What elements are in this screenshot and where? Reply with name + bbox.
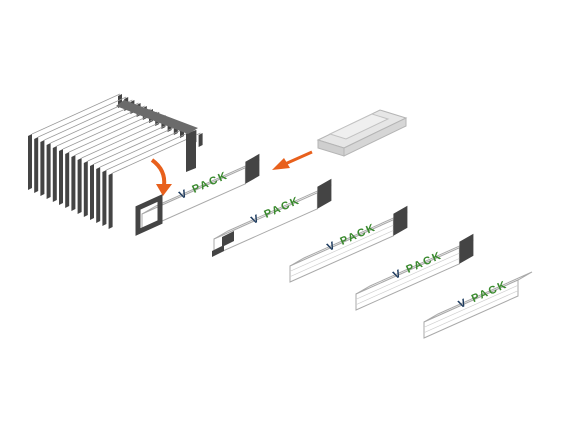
brand-mark: V bbox=[325, 237, 343, 254]
box-stripe bbox=[289, 230, 394, 277]
sheet-left-cap bbox=[71, 155, 76, 211]
sheet-left-cap bbox=[102, 170, 107, 226]
box-front-face bbox=[355, 247, 460, 311]
assembly-step-5: V PACK bbox=[423, 271, 533, 339]
sheet-edge bbox=[31, 93, 121, 135]
sheet-left-cap bbox=[28, 134, 32, 190]
sheet-left-cap bbox=[65, 152, 70, 208]
box-stripe bbox=[423, 285, 519, 328]
sheet-left-cap bbox=[34, 137, 39, 193]
sheet-edge bbox=[56, 105, 145, 147]
box-stripe bbox=[423, 290, 519, 333]
sheet-edge bbox=[62, 108, 152, 150]
brand-mark: V bbox=[391, 265, 409, 282]
box-front-face bbox=[213, 192, 318, 256]
end-frame-open bbox=[135, 194, 163, 236]
end-frame bbox=[459, 233, 474, 264]
sheet-edge bbox=[75, 114, 164, 156]
sheet-left-cap bbox=[46, 143, 51, 199]
sheet-right-cap bbox=[198, 133, 203, 147]
box-front-face bbox=[289, 219, 394, 283]
sheet-edge bbox=[93, 123, 183, 165]
straight-arrow-icon bbox=[272, 150, 313, 170]
stack-end-cap bbox=[186, 130, 196, 172]
sheet-left-cap bbox=[90, 164, 94, 220]
sheet-edge bbox=[69, 111, 158, 153]
box-stripe bbox=[289, 224, 394, 272]
assembly-step-2: V PACK bbox=[212, 178, 332, 257]
brand-mark: V bbox=[177, 185, 195, 202]
sheet-stack bbox=[28, 93, 203, 229]
gray-sleeve bbox=[316, 109, 408, 157]
stack-top-edge bbox=[116, 100, 198, 134]
box-stripe bbox=[355, 258, 460, 305]
assembly-step-1: V PACK bbox=[135, 153, 260, 236]
sheet-left-cap bbox=[96, 167, 101, 223]
end-frame-piece bbox=[222, 231, 234, 247]
sheet-left-cap bbox=[77, 158, 82, 214]
sheet-stack-lines bbox=[28, 93, 203, 229]
sheet-left-cap bbox=[40, 140, 45, 196]
box-stripe bbox=[355, 252, 460, 300]
assembly-step-3: V PACK bbox=[289, 205, 408, 283]
sheet-edge bbox=[38, 96, 127, 138]
sheet-edge bbox=[50, 102, 139, 144]
sheet-left-cap bbox=[83, 161, 88, 217]
brand-mark: V bbox=[249, 210, 267, 227]
sheet-edge bbox=[81, 117, 170, 159]
brand-mark: V bbox=[457, 294, 475, 311]
end-frame-piece bbox=[212, 245, 224, 257]
end-frame bbox=[245, 153, 260, 184]
end-frame bbox=[393, 205, 408, 236]
curved-arrow-icon bbox=[150, 158, 172, 196]
sheet-left-cap bbox=[108, 173, 113, 229]
end-frame bbox=[317, 178, 332, 209]
assembly-step-4: V PACK bbox=[355, 233, 474, 311]
sheet-edge bbox=[106, 129, 195, 171]
sheet-left-cap bbox=[59, 149, 63, 205]
sheet-edge bbox=[100, 126, 189, 168]
sheet-left-cap bbox=[52, 146, 57, 202]
sheet-edge bbox=[87, 120, 176, 162]
sheet-edge bbox=[112, 132, 201, 174]
